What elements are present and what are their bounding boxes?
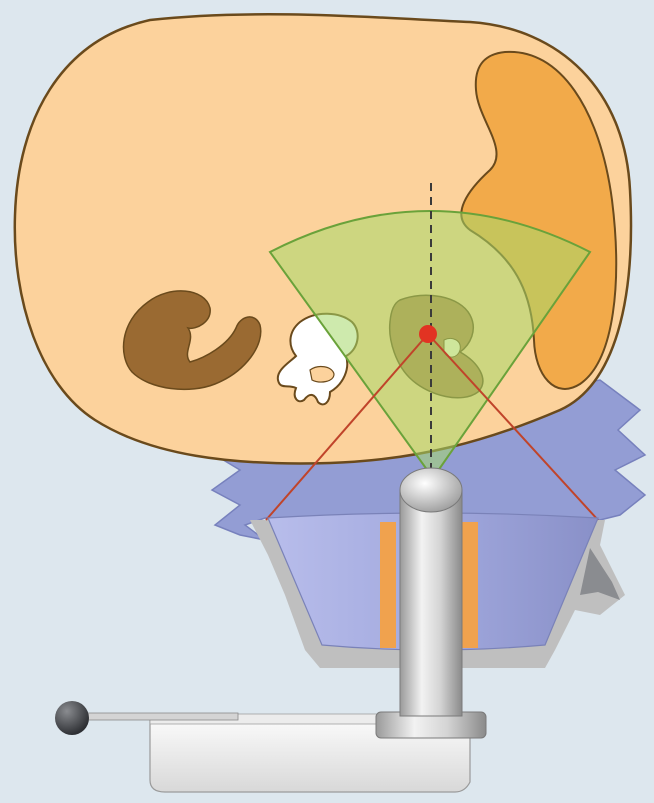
coil-left xyxy=(380,522,396,648)
transducer-shaft xyxy=(400,490,462,716)
focal-point xyxy=(419,325,437,343)
coil-right xyxy=(462,522,478,648)
joystick-lever xyxy=(74,713,238,720)
joystick-knob xyxy=(55,701,89,735)
vertebra-hole xyxy=(310,367,334,382)
transducer-dome xyxy=(400,468,462,512)
